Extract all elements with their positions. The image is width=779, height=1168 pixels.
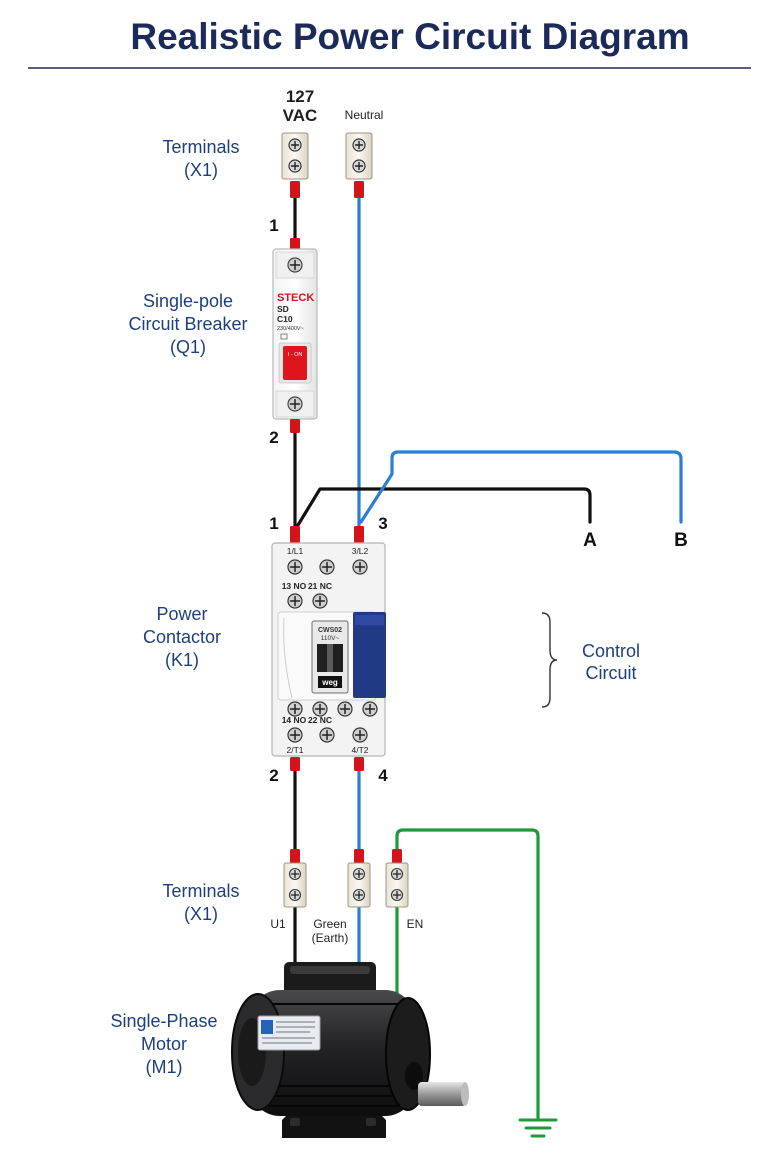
contactor-aux-13no: 13 NO — [282, 581, 307, 591]
breaker-series: SD — [277, 304, 289, 314]
terminal-block-u1 — [283, 849, 307, 908]
contactor-term-4t2: 4/T2 — [351, 745, 368, 755]
terminal-block-earth — [385, 849, 409, 908]
ferrule — [392, 849, 402, 863]
contactor-screws-bottom — [287, 727, 368, 743]
breaker-switch-text: I - ON — [288, 352, 303, 358]
breaker-voltage: 230/400V~ — [277, 326, 304, 332]
motor-nameplate — [257, 1015, 321, 1051]
terminals-top-label: Terminals(X1) — [162, 137, 239, 180]
contactor-model: CWS02 — [318, 627, 342, 634]
wire-control-a — [296, 487, 592, 527]
contactor-coil: 110V~ — [321, 635, 340, 642]
ferrule — [354, 526, 364, 543]
contactor-pin-1: 1 — [269, 514, 278, 533]
ferrule — [354, 181, 364, 198]
contactor-logo: weg — [321, 678, 338, 687]
terminal-block-neutral-in — [345, 132, 373, 198]
breaker-toggle — [283, 346, 307, 380]
contactor-side-module — [353, 612, 386, 698]
page-title: Realistic Power Circuit Diagram — [130, 16, 689, 57]
motor-shaft — [418, 1082, 466, 1106]
ferrule — [290, 849, 300, 863]
contactor-pin-3: 3 — [378, 514, 387, 533]
single-phase-motor — [231, 962, 469, 1138]
ferrule — [290, 238, 300, 250]
contactor-aux-21nc: 21 NC — [308, 581, 332, 591]
breaker-rating: C10 — [277, 314, 293, 324]
ferrule — [290, 419, 300, 433]
circuit-breaker: STECK SD C10 230/400V~ I - ON — [272, 238, 318, 433]
ferrule — [354, 757, 364, 771]
breaker-pin-out: 2 — [269, 428, 278, 447]
wire-earth-motor — [378, 906, 399, 1006]
terminals-bottom-label: Terminals(X1) — [162, 881, 239, 924]
contactor-pin-2: 2 — [269, 766, 278, 785]
breaker-brand: STECK — [277, 292, 314, 304]
contactor-screws-aux-bottom — [287, 701, 378, 717]
contactor-term-1l1: 1/L1 — [287, 546, 304, 556]
terminal-en-label: EN — [407, 917, 424, 931]
ferrule — [290, 757, 300, 771]
control-output-a: A — [583, 530, 597, 551]
control-output-b: B — [674, 530, 688, 551]
control-circuit-bracket — [541, 612, 558, 708]
contactor-aux-22nc: 22 NC — [308, 715, 332, 725]
contactor-screws-aux-top — [287, 593, 328, 609]
ferrule — [354, 849, 364, 863]
ferrule — [290, 181, 300, 198]
terminal-green-earth-label: Green(Earth) — [312, 917, 349, 945]
contactor-term-2t1: 2/T1 — [286, 745, 303, 755]
supply-neutral-label: Neutral — [345, 108, 384, 122]
ferrule — [290, 526, 300, 543]
terminal-u1-label: U1 — [270, 917, 286, 931]
contactor-aux-14no: 14 NO — [282, 715, 307, 725]
contactor-term-3l2: 3/L2 — [352, 546, 369, 556]
terminal-block-neutral-out — [347, 849, 371, 908]
breaker-pin-in: 1 — [269, 216, 278, 235]
wire-earth — [395, 828, 540, 1120]
power-contactor: 1/L1 3/L2 13 NO 21 NC CWS02 110V~ weg — [271, 526, 386, 771]
terminal-block-line-in — [281, 132, 309, 198]
ground-icon — [518, 1118, 558, 1138]
contactor-pin-4: 4 — [378, 766, 388, 785]
wire-control-b — [359, 450, 683, 524]
contactor-screws-top — [287, 559, 368, 575]
wiring — [293, 196, 683, 1120]
